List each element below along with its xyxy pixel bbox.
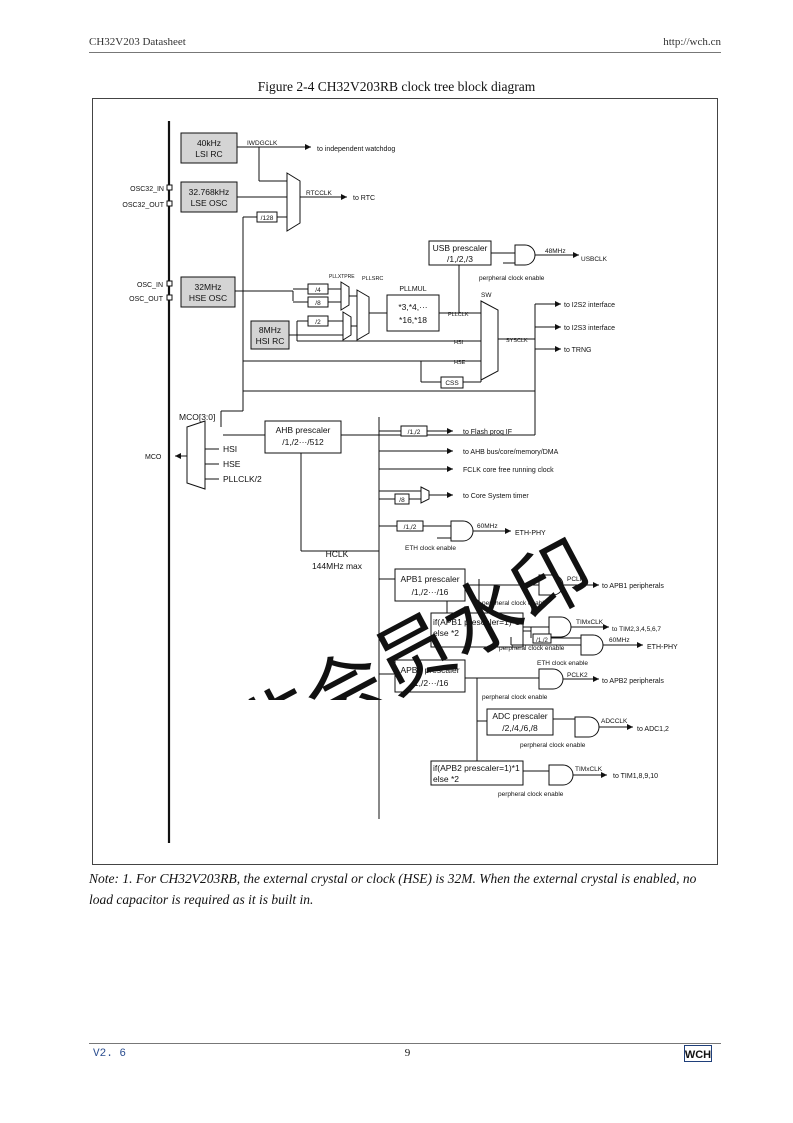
adc-periph-enable-label: perpheral clock enable: [520, 742, 586, 749]
tim1-clk-enable-label: perpheral clock enable: [498, 791, 564, 798]
pllxtpre-label: PLLXTPRE: [329, 274, 355, 280]
osc-in-pin: OSC_IN: [137, 282, 163, 289]
lsi-freq: 40kHz: [197, 138, 221, 148]
div8-label: /8: [315, 300, 321, 307]
hclk-label: HCLK: [326, 549, 349, 559]
usb-prescaler-title: USB prescaler: [433, 243, 488, 253]
to-tim1-label: to TIM1,8,9,10: [613, 773, 658, 780]
wch-logo: WCH: [684, 1045, 712, 1062]
to-i2s3-label: to I2S3 interface: [564, 325, 615, 332]
flash-div-label: /1,/2: [408, 429, 421, 436]
apb1-periph-enable-label: perpheral clock enable: [482, 600, 548, 607]
footer-version: V2. 6: [93, 1048, 127, 1060]
footer-divider: [89, 1043, 721, 1044]
eth-phy-label: ETH-PHY: [515, 530, 546, 537]
lse-label: LSE OSC: [191, 198, 228, 208]
adc-prescaler-title: ADC prescaler: [492, 711, 547, 721]
apb2-prescaler-title: APB2 prescaler: [400, 665, 459, 675]
mco-hsi-input: HSI: [223, 444, 237, 454]
pllclk-label: PLLCLK: [448, 312, 469, 318]
logo-text: WCH: [685, 1049, 711, 1061]
osc32-out-pin: OSC32_OUT: [122, 202, 164, 209]
osc-out-pin: OSC_OUT: [129, 296, 164, 303]
figure-note: Note: 1. For CH32V203RB, the external cr…: [89, 871, 697, 907]
css-label: CSS: [445, 380, 459, 387]
apb1-prescaler-title: APB1 prescaler: [400, 574, 459, 584]
div4-label: /4: [315, 287, 321, 294]
if-apb2-line1: if(APB2 prescaler=1)*1: [433, 763, 520, 773]
to-systimer-label: to Core System timer: [463, 493, 529, 500]
eth2-60mhz-label: 60MHz: [609, 637, 630, 644]
hsi-label: HSI RC: [256, 336, 285, 346]
sw-label: SW: [481, 292, 492, 299]
lsi-label: LSI RC: [195, 149, 222, 159]
pllmul-label: PLLMUL: [399, 286, 426, 293]
to-i2s2-label: to I2S2 interface: [564, 302, 615, 309]
fclk-label: FCLK core free running clock: [463, 467, 554, 474]
hse-label: HSE OSC: [189, 293, 227, 303]
to-tim2-7-label: to TIM2,3,4,5,6,7: [612, 626, 661, 633]
clock-tree-diagram: 40kHz LSI RC IWDGCLK to independent watc…: [122, 121, 678, 843]
tim1-periph-enable-label: perpheral clock enable: [499, 645, 565, 652]
timxclk1-label: TIMxCLK: [576, 619, 604, 626]
mco-hse-input: HSE: [223, 459, 241, 469]
osc32-in-pin: OSC32_IN: [130, 186, 164, 193]
apb2-periph-enable-label: perpheral clock enable: [482, 694, 548, 701]
usb-prescaler-ratio: /1,/2,/3: [447, 254, 473, 264]
lse-freq: 32.768kHz: [189, 187, 230, 197]
to-trng-label: to TRNG: [564, 347, 592, 354]
hse-freq: 32MHz: [195, 282, 222, 292]
to-iwdg-label: to independent watchdog: [317, 146, 395, 153]
ahb-prescaler-title: AHB prescaler: [276, 425, 331, 435]
header-url: http://wch.cn: [663, 36, 721, 48]
mco-pllclk-input: PLLCLK/2: [223, 474, 262, 484]
to-rtc-label: to RTC: [353, 195, 375, 202]
pllsrc-label: PLLSRC: [362, 276, 383, 282]
eth-clk-enable-label: ETH clock enable: [405, 545, 456, 552]
eth-60mhz-label: 60MHz: [477, 523, 498, 530]
timxclk2-label: TIMxCLK: [575, 766, 603, 773]
usb-periph-enable-label: perpheral clock enable: [479, 275, 545, 282]
to-ahb-label: to AHB bus/core/memory/DMA: [463, 449, 559, 456]
adc-prescaler-ratio: /2,/4,/6,/8: [502, 723, 538, 733]
if-apb1-line1: if(APB1 prescaler=1)*1: [433, 617, 520, 627]
pclk1-label: PCLK1: [567, 576, 588, 583]
to-adc-label: to ADC1,2: [637, 726, 669, 733]
to-apb2-label: to APB2 peripherals: [602, 678, 664, 685]
to-apb1-label: to APB1 peripherals: [602, 583, 664, 590]
hsi-freq: 8MHz: [259, 325, 281, 335]
eth-div-label: /1,/2: [404, 524, 417, 531]
hclk-max-label: 144MHz max: [312, 561, 363, 571]
figure-caption: Figure 2-4 CH32V203RB clock tree block d…: [257, 79, 536, 94]
apb1-prescaler-ratio: /1,/2···/16: [412, 587, 449, 597]
eth2-clk-enable-label: ETH clock enable: [537, 660, 588, 667]
pllmul-factors-1: *3,*4,···: [398, 302, 427, 312]
header-doc-title: CH32V203 Datasheet: [89, 36, 186, 48]
if-apb1-line2: else *2: [433, 628, 459, 638]
rtcclk-label: RTCCLK: [306, 190, 333, 197]
div2-label: /2: [315, 319, 321, 326]
mco-select-label: MCO[3:0]: [179, 412, 215, 422]
systimer-div8-label: /8: [399, 497, 405, 504]
mco-pin: MCO: [145, 454, 162, 461]
tim-div2-label: /1,/2: [536, 638, 548, 644]
clock-tree-figure: 40kHz LSI RC IWDGCLK to independent watc…: [92, 98, 718, 865]
sw-hse-label: HSE: [454, 360, 466, 366]
sw-hsi-label: HSI: [454, 340, 464, 346]
if-apb2-line2: else *2: [433, 774, 459, 784]
pclk2-label: PCLK2: [567, 672, 588, 679]
usbclk-label: USBCLK: [581, 256, 608, 263]
div128-label: /128: [261, 215, 274, 222]
adcclk-label: ADCCLK: [601, 718, 628, 725]
apb2-prescaler-ratio: /1,/2···/16: [412, 678, 449, 688]
eth2-phy-label: ETH-PHY: [647, 644, 678, 651]
header-divider: [89, 52, 721, 53]
pllmul-factors-2: *16,*18: [399, 315, 427, 325]
to-flash-label: to Flash prog IF: [463, 429, 512, 436]
usb-48mhz-label: 48MHz: [545, 248, 566, 255]
page-number: 9: [404, 1047, 411, 1059]
ahb-prescaler-ratio: /1,/2···/512: [282, 437, 324, 447]
iwdgclk-label: IWDGCLK: [247, 140, 278, 147]
sysclk-label: SYSCLK: [506, 338, 528, 344]
